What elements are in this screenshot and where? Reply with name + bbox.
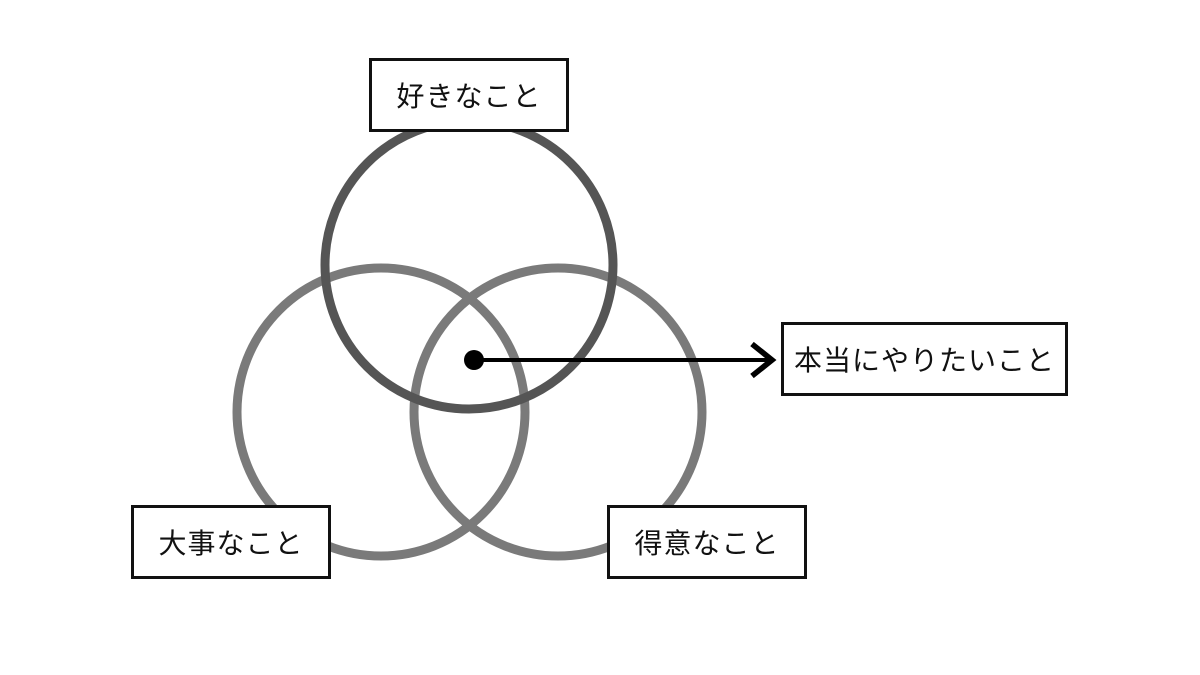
circle-good-at [409,263,707,561]
center-dot [464,350,484,370]
label-important: 大事なこと [131,505,331,579]
label-likes: 好きなこと [369,58,569,132]
label-result: 本当にやりたいこと [781,322,1068,396]
circle-important [232,263,530,561]
label-good-at: 得意なこと [607,505,807,579]
